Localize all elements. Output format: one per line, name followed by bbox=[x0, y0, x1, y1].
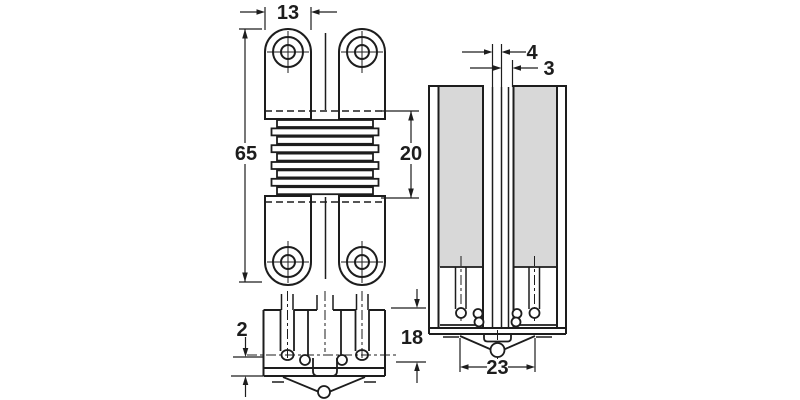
dim-label-2: 2 bbox=[236, 319, 247, 341]
dim-2: 2 bbox=[231, 319, 263, 397]
dim-label-65: 65 bbox=[235, 143, 257, 165]
dim-label-3: 3 bbox=[543, 58, 554, 80]
dim-23: 23 bbox=[459, 338, 536, 379]
screw-holes bbox=[267, 31, 383, 283]
dim-65: 65 bbox=[235, 28, 262, 283]
dim-13: 13 bbox=[240, 2, 337, 30]
front-view bbox=[264, 28, 386, 286]
bottom-left-lobe bbox=[264, 195, 312, 286]
dim-3: 3 bbox=[470, 58, 555, 80]
end-view bbox=[247, 291, 399, 399]
dim-20: 20 bbox=[381, 110, 422, 199]
pivot-circle bbox=[489, 342, 506, 358]
dim-label-23: 23 bbox=[486, 357, 508, 379]
installed-section-view bbox=[428, 85, 567, 359]
dim-label-20: 20 bbox=[400, 143, 422, 165]
dim-4: 4 bbox=[462, 42, 538, 87]
dim-label-4: 4 bbox=[526, 42, 538, 64]
dim-18: 18 bbox=[391, 289, 426, 383]
dim-label-13: 13 bbox=[277, 2, 299, 24]
dim-label-18: 18 bbox=[401, 327, 423, 349]
pivot-circle bbox=[317, 385, 331, 399]
hinge-link-stack bbox=[270, 119, 380, 196]
bottom-right-lobe bbox=[338, 195, 386, 286]
dimension-annotations: 13 65 20 2 18 bbox=[231, 2, 555, 397]
installed-view-panels bbox=[439, 87, 557, 267]
